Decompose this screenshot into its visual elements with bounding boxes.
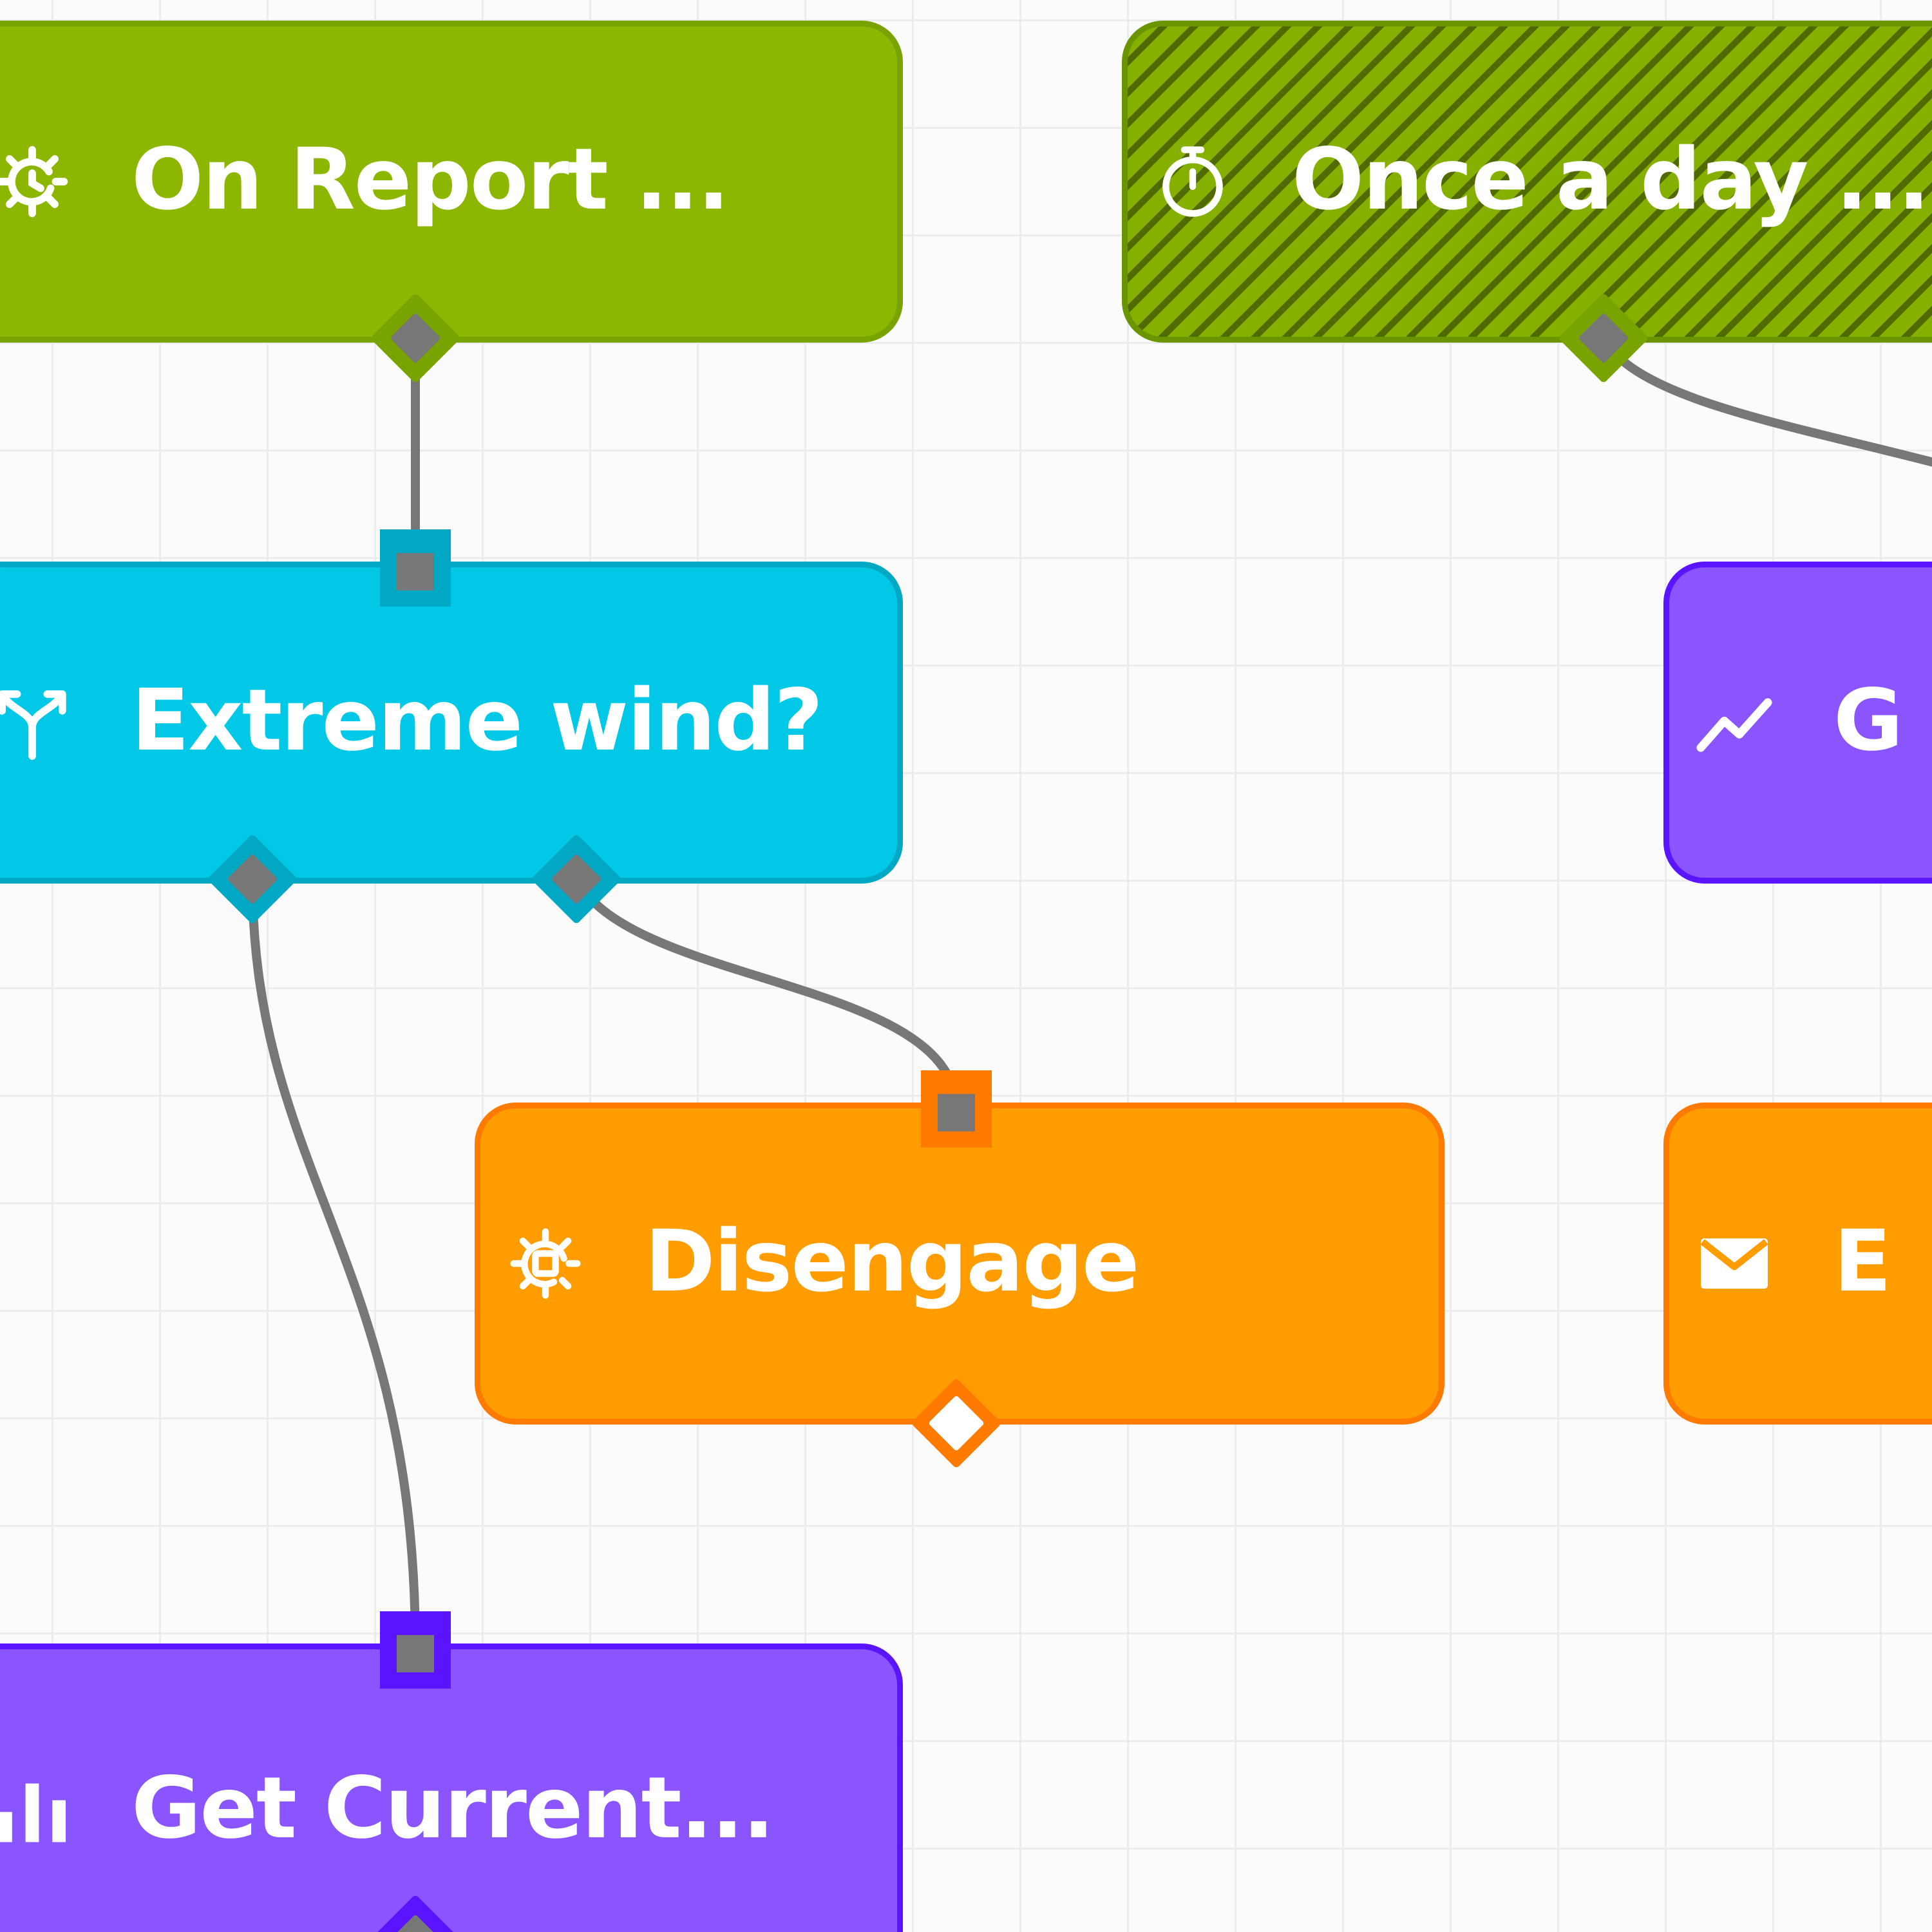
branch-split-icon	[0, 690, 66, 760]
node-email[interactable]: E	[1663, 1103, 1932, 1425]
disengage-input-port[interactable]	[921, 1070, 992, 1148]
node-label: E	[1833, 1211, 1891, 1311]
node-label: Extreme wind?	[131, 670, 823, 770]
envelope-icon	[1700, 1238, 1768, 1289]
node-label: Once a day ...	[1292, 129, 1930, 229]
node-label: Disengage	[645, 1211, 1139, 1311]
node-on-report[interactable]: On Report ...	[0, 21, 903, 343]
wire-extreme-wind-false-to-get-current	[248, 875, 420, 1653]
node-disengage[interactable]: Disengage	[475, 1103, 1444, 1425]
extreme-wind-input-port[interactable]	[380, 529, 451, 607]
node-extreme-wind[interactable]: Extreme wind?	[0, 562, 903, 884]
node-graph[interactable]: G	[1663, 562, 1932, 884]
stopwatch-icon	[1162, 146, 1223, 217]
node-once-a-day[interactable]: Once a day ...	[1122, 21, 1932, 343]
node-get-current[interactable]: Get Current...	[0, 1643, 903, 1932]
wire-extreme-wind-true-to-disengage	[572, 875, 961, 1112]
device-command-gear-icon	[510, 1228, 581, 1299]
trend-line-icon	[1696, 698, 1772, 752]
node-label: Get Current...	[131, 1758, 775, 1858]
node-label: On Report ...	[131, 129, 730, 229]
node-label: G	[1833, 670, 1903, 770]
bar-chart-icon	[0, 1783, 66, 1842]
device-state-gear-icon	[0, 146, 68, 218]
wire-once-a-day-to-graph	[1599, 334, 1932, 467]
get-current-input-port[interactable]	[380, 1611, 451, 1689]
